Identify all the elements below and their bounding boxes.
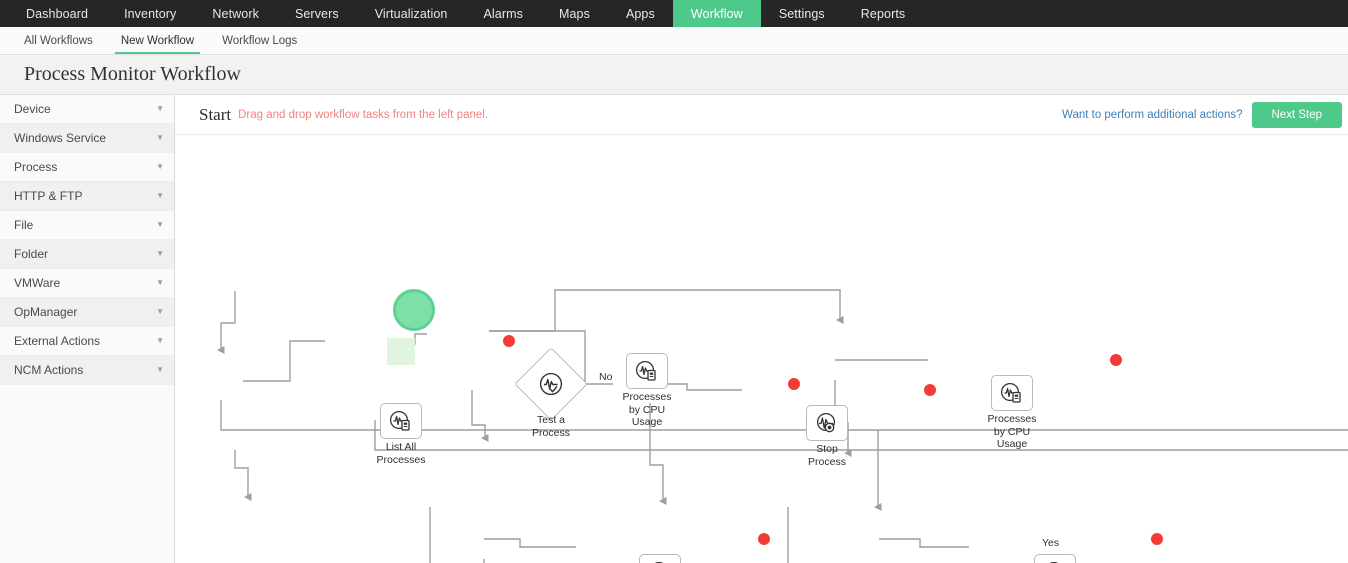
nav-item-settings[interactable]: Settings xyxy=(778,6,825,21)
node-body[interactable] xyxy=(1034,554,1076,563)
chevron-down-icon[interactable]: ▼ xyxy=(156,162,164,171)
nav-item-alarms[interactable]: Alarms xyxy=(483,6,523,21)
chevron-down-icon[interactable]: ▼ xyxy=(156,249,164,258)
sidebar-item-label: OpManager xyxy=(14,305,78,319)
sidebar-item-windows-service[interactable]: Windows Service ▼ xyxy=(0,124,174,153)
workflow-connector-lines xyxy=(217,289,1348,563)
page-body: Device▼Windows Service▼Process▼HTTP & FT… xyxy=(0,95,1348,563)
sidebar-item-external-actions[interactable]: External Actions ▼ xyxy=(0,327,174,356)
edge-label-yes: Yes xyxy=(1042,537,1060,549)
chevron-down-icon[interactable]: ▼ xyxy=(156,104,164,113)
node-label: Processes by CPU Usage xyxy=(622,391,672,428)
drag-drop-hint: Drag and drop workflow tasks from the le… xyxy=(238,108,489,121)
sidebar-item-ncm-actions[interactable]: NCM Actions ▼ xyxy=(0,356,174,385)
nav-item-network[interactable]: Network xyxy=(212,6,259,21)
subnav-item-new-workflow[interactable]: New Workflow xyxy=(107,27,208,54)
canvas-header: Start Drag and drop workflow tasks from … xyxy=(175,95,1348,135)
process-stop-icon xyxy=(816,412,836,433)
additional-actions-link[interactable]: Want to perform additional actions? xyxy=(1062,108,1243,121)
drop-target-zone[interactable] xyxy=(387,338,415,365)
node-body[interactable] xyxy=(626,353,668,389)
nav-item-inventory[interactable]: Inventory xyxy=(124,6,177,21)
node-label: Processes by CPU Usage xyxy=(987,413,1037,450)
connector-endpoint[interactable] xyxy=(924,384,936,396)
chevron-down-icon[interactable]: ▼ xyxy=(156,365,164,374)
subnav-item-workflow-logs[interactable]: Workflow Logs xyxy=(222,34,298,47)
node-body[interactable] xyxy=(806,405,848,441)
sidebar-item-vmware[interactable]: VMWare ▼ xyxy=(0,269,174,298)
next-step-button[interactable]: Next Step xyxy=(1251,101,1342,128)
node-body[interactable] xyxy=(991,375,1033,411)
subnav-item-all-workflows[interactable]: All Workflows xyxy=(24,34,93,47)
chevron-down-icon[interactable]: ▼ xyxy=(156,220,164,229)
nav-item-apps[interactable]: Apps xyxy=(625,6,655,21)
node-body[interactable] xyxy=(380,403,422,439)
connector-endpoint[interactable] xyxy=(788,378,800,390)
sidebar-item-http-ftp[interactable]: HTTP & FTP ▼ xyxy=(0,182,174,211)
sub-navigation-bar: All Workflows New Workflow Workflow Logs xyxy=(0,27,1348,55)
node-body[interactable] xyxy=(639,554,681,563)
sidebar-item-process[interactable]: Process ▼ xyxy=(0,153,174,182)
page-title-bar: Process Monitor Workflow xyxy=(0,55,1348,95)
process-list-icon xyxy=(1000,382,1021,403)
sidebar-item-device[interactable]: Device ▼ xyxy=(0,95,174,124)
sidebar-item-label: Device xyxy=(14,102,51,116)
process-check-icon xyxy=(539,372,563,396)
nav-item-virtualization[interactable]: Virtualization xyxy=(374,6,448,21)
connector-endpoint[interactable] xyxy=(503,335,515,347)
sidebar-item-label: Windows Service xyxy=(14,131,107,145)
node-label: Test a Process xyxy=(532,414,570,439)
task-category-sidebar: Device▼Windows Service▼Process▼HTTP & FT… xyxy=(0,95,175,563)
nav-item-servers[interactable]: Servers xyxy=(294,6,339,21)
sidebar-item-folder[interactable]: Folder ▼ xyxy=(0,240,174,269)
sidebar-item-opmanager[interactable]: OpManager ▼ xyxy=(0,298,174,327)
sidebar-item-file[interactable]: File ▼ xyxy=(0,211,174,240)
sidebar-item-label: External Actions xyxy=(14,334,101,348)
workflow-canvas-panel: Start Drag and drop workflow tasks from … xyxy=(175,95,1348,563)
connector-endpoint[interactable] xyxy=(1110,354,1122,366)
edge-label-no: No xyxy=(599,371,613,383)
node-label: Stop Process xyxy=(808,443,846,468)
nav-item-maps[interactable]: Maps xyxy=(558,6,590,21)
sidebar-item-label: NCM Actions xyxy=(14,363,84,377)
connector-endpoint[interactable] xyxy=(758,533,770,545)
sidebar-item-label: HTTP & FTP xyxy=(14,189,83,203)
chevron-down-icon[interactable]: ▼ xyxy=(156,278,164,287)
chevron-down-icon[interactable]: ▼ xyxy=(156,133,164,142)
sidebar-item-label: VMWare xyxy=(14,276,61,290)
connector-endpoint[interactable] xyxy=(1151,533,1163,545)
start-heading: Start xyxy=(199,104,232,124)
sidebar-item-label: File xyxy=(14,218,34,232)
sidebar-item-label: Folder xyxy=(14,247,49,261)
chevron-down-icon[interactable]: ▼ xyxy=(156,191,164,200)
sidebar-item-label: Process xyxy=(14,160,58,174)
top-navigation-bar: Dashboard Inventory Network Servers Virtuali… xyxy=(0,0,1348,27)
workflow-diagram-canvas[interactable]: List All Processes Test a Process xyxy=(175,135,1348,563)
node-label: List All Processes xyxy=(376,441,426,466)
nav-item-workflow[interactable]: Workflow xyxy=(672,0,761,27)
canvas-header-actions: Want to perform additional actions? Next… xyxy=(1062,101,1342,128)
nav-item-dashboard[interactable]: Dashboard xyxy=(26,6,89,21)
chevron-down-icon[interactable]: ▼ xyxy=(156,307,164,316)
start-node[interactable] xyxy=(393,289,435,331)
page-title: Process Monitor Workflow xyxy=(24,63,241,85)
process-list-icon xyxy=(389,410,410,431)
chevron-down-icon[interactable]: ▼ xyxy=(156,336,164,345)
process-list-icon xyxy=(635,360,656,381)
nav-item-reports[interactable]: Reports xyxy=(860,6,906,21)
